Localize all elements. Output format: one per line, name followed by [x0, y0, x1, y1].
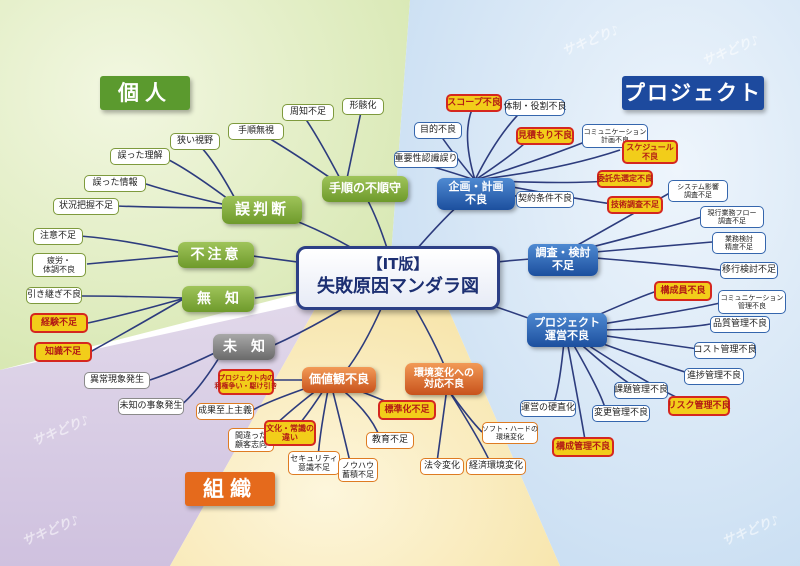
leaf-progress-mgmt: 進捗管理不良	[684, 368, 744, 385]
branch-values-defect: 価値観不良	[302, 367, 376, 393]
leaf-attention-lack: 注意不足	[33, 228, 83, 245]
leaf-cost-mgmt: コスト管理不良	[694, 342, 757, 359]
leaf-estimate-defect: 見積もり不良	[516, 127, 574, 145]
leaf-sw-hw-change: ソフト・ハードの環境変化	[482, 422, 538, 444]
branch-ignorance: 無 知	[182, 286, 254, 312]
leaf-schedule-defect: スケジュール不良	[622, 140, 678, 164]
leaf-quality-mgmt: 品質管理不良	[710, 316, 770, 333]
leaf-formality: 形骸化	[342, 98, 384, 115]
leaf-issue-mgmt: 課題管理不良	[614, 382, 668, 399]
leaf-business-review: 業務検討精度不足	[712, 232, 766, 254]
leaf-abnormal-event: 異常現象発生	[84, 372, 150, 389]
leaf-contract-defect: 契約条件不良	[516, 191, 574, 208]
section-project: プロジェクト	[622, 76, 764, 110]
center-title-line1: 【IT版】	[367, 255, 429, 273]
branch-carelessness: 不注意	[178, 242, 254, 268]
section-organization: 組織	[185, 472, 275, 506]
leaf-economy-change: 経済環境変化	[466, 458, 526, 475]
leaf-ignore-procedure: 手順無視	[228, 123, 284, 140]
leaf-ops-rigidity: 運営の硬直化	[520, 400, 576, 417]
leaf-law-change: 法令変化	[420, 458, 464, 475]
leaf-experience-lack: 経験不足	[30, 313, 88, 333]
leaf-objective-defect: 目的不良	[414, 122, 462, 139]
center-title-box: 【IT版】 失敗原因マンダラ図	[296, 246, 500, 310]
leaf-education: 教育不足	[366, 432, 414, 449]
leaf-scope-defect: スコープ不良	[446, 94, 502, 112]
leaf-situation-misgrasp: 状況把握不足	[53, 198, 119, 215]
leaf-wrong-info: 誤った情報	[84, 175, 146, 192]
center-title-line2: 失敗原因マンダラ図	[317, 276, 479, 297]
leaf-config-mgmt: 構成管理不良	[552, 437, 614, 457]
leaf-narrow-view: 狭い視野	[170, 133, 220, 150]
leaf-communication-mgmt: コミュニケーション管理不良	[718, 290, 786, 314]
organization-left-zone	[0, 300, 320, 566]
leaf-risk-mgmt: リスク管理不良	[668, 396, 731, 416]
section-individual: 個人	[100, 76, 190, 110]
leaf-knowhow: ノウハウ蓄積不足	[338, 458, 378, 482]
leaf-culture-diff: 文化・常識の違い	[264, 420, 316, 446]
branch-unknown: 未 知	[213, 334, 275, 360]
branch-project-management: プロジェクト運営不良	[527, 313, 607, 347]
leaf-not-known: 周知不足	[282, 104, 334, 121]
leaf-business-flow: 現行業務フロー調査不足	[700, 206, 764, 228]
leaf-tech-research: 技術調査不足	[607, 196, 663, 214]
leaf-unknown-event: 未知の事象発生	[118, 398, 184, 415]
leaf-standardization: 標準化不足	[378, 400, 436, 420]
branch-procedure-noncompliance: 手順の不順守	[322, 176, 408, 202]
leaf-system-impact: システム影響調査不足	[668, 180, 728, 202]
leaf-requirement-misrecog: 重要性認識誤り	[394, 151, 458, 168]
carelessness-leaf-connectors	[79, 235, 191, 265]
leaf-member-defect: 構成員不良	[654, 281, 712, 301]
leaf-org-roles: 体制・役割不良	[504, 99, 567, 116]
leaf-change-mgmt: 変更管理不良	[592, 405, 650, 422]
branch-judgment-error: 誤判断	[222, 196, 302, 224]
leaf-knowledge-lack: 知識不足	[34, 342, 92, 362]
leaf-misunderstanding: 誤った理解	[110, 148, 170, 165]
leaf-fatigue: 疲労・体調不良	[32, 253, 86, 277]
ignorance-leaf-connectors	[81, 295, 186, 353]
leaf-project-conflict: プロジェクト内の利権争い・駆け引き	[215, 369, 278, 395]
project-zone	[390, 0, 800, 566]
leaf-migration-review: 移行検討不足	[720, 262, 778, 279]
leaf-outsource-selection: 委託先選定不良	[597, 170, 653, 188]
leaf-security-awareness: セキュリティ意識不足	[288, 451, 340, 475]
branch-planning-defect: 企画・計画不良	[437, 178, 515, 210]
branch-env-change: 環境変化への対応不良	[405, 363, 483, 395]
leaf-profit-first: 成果至上主義	[196, 403, 254, 420]
leaf-handover-defect: 引き継ぎ不良	[26, 287, 82, 304]
branch-research-insufficient: 調査・検討不足	[528, 244, 598, 276]
